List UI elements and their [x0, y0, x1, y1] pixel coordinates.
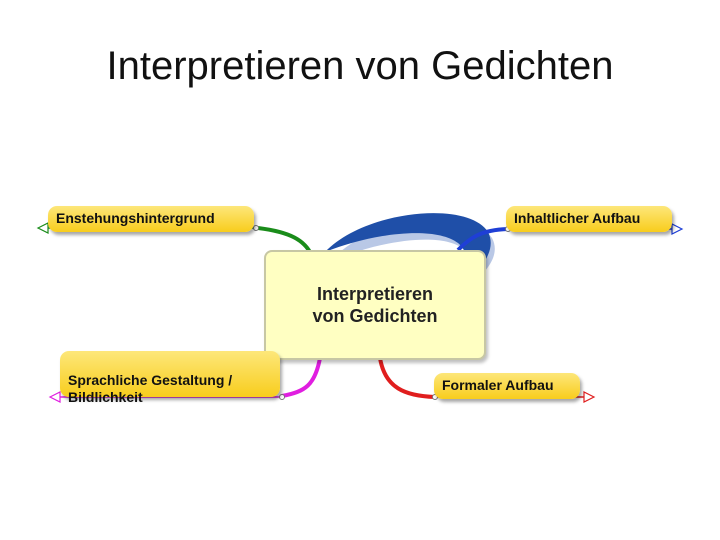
- branch-sprachliche-gestaltung[interactable]: Sprachliche Gestaltung / Bildlichkeit: [60, 351, 280, 405]
- connector-inhalt: [456, 227, 509, 252]
- branch-label: Sprachliche Gestaltung / Bildlichkeit: [68, 372, 233, 405]
- slide-title: Interpretieren von Gedichten: [106, 44, 614, 88]
- branch-formaler-aufbau[interactable]: Formaler Aufbau: [434, 373, 580, 399]
- branch-label: Enstehungshintergrund: [56, 210, 215, 226]
- swoosh: [325, 213, 491, 292]
- central-topic[interactable]: Interpretieren von Gedichten: [264, 250, 486, 360]
- branch-entstehungshintergrund[interactable]: Enstehungshintergrund: [48, 206, 254, 232]
- underline-sprache: [48, 391, 285, 403]
- central-topic-label: Interpretieren von Gedichten: [312, 284, 438, 326]
- connector-sprache: [281, 357, 322, 398]
- branch-label: Inhaltlicher Aufbau: [514, 210, 641, 226]
- connector-formal: [378, 357, 436, 399]
- branch-label: Formaler Aufbau: [442, 377, 554, 393]
- branch-inhaltlicher-aufbau[interactable]: Inhaltlicher Aufbau: [506, 206, 672, 232]
